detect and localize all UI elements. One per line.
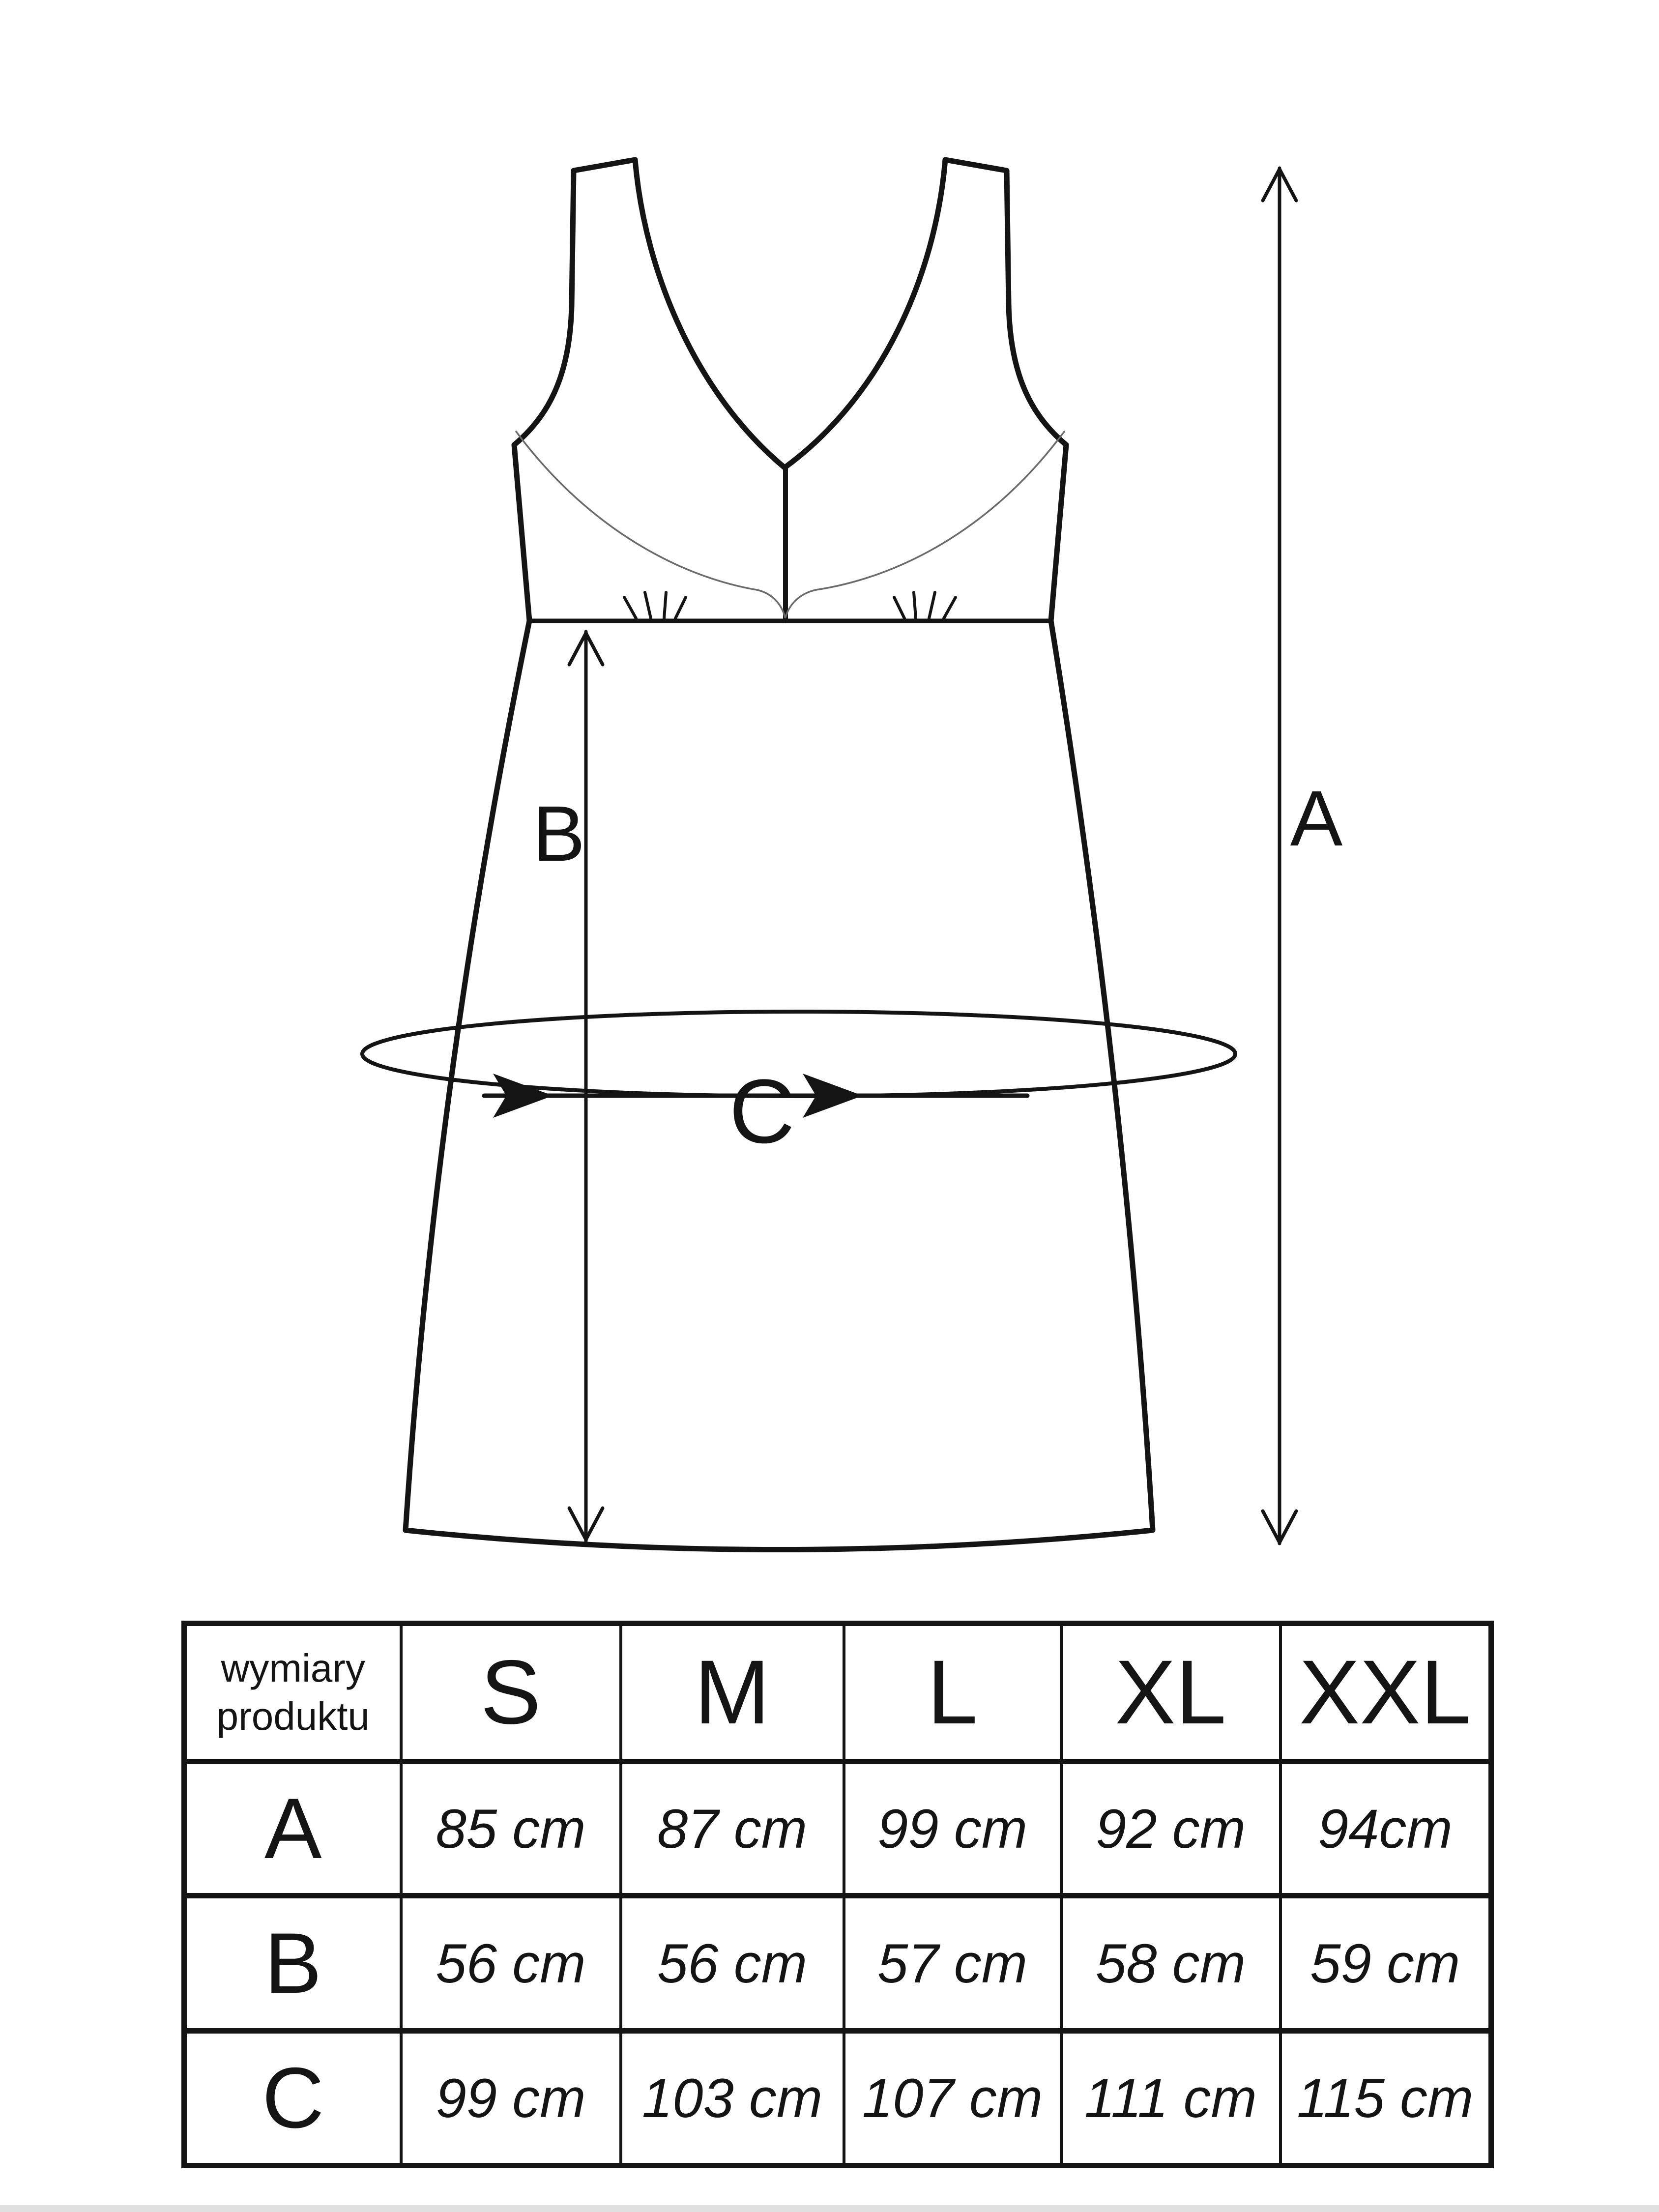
bust-cup-curve-right [785,431,1065,618]
table-corner-cell: wymiary produktu [182,1621,403,1764]
dimension-arrow-b [567,630,605,1543]
bottom-gray-bar [0,2205,1659,2212]
measurement-cell: 85 cm [399,1759,622,1898]
bust-cup-curve-left [515,431,786,618]
dim-label-a: A [1290,774,1343,862]
dress-outline [403,157,1156,1552]
hip-arrowhead-right [803,1074,863,1118]
size-header-xl: XL [1059,1621,1282,1764]
neckline-right [783,157,948,470]
row-label-b: B [182,1893,403,2034]
row-label-c: C [182,2028,403,2168]
gather-marks-left [623,591,687,620]
table-row-c: C 99 cm 103 cm 107 cm 111 cm 115 cm [182,2028,1493,2168]
measurement-cell: 59 cm [1279,1893,1493,2034]
size-header-m: M [619,1621,845,1764]
measurement-cell: 103 cm [619,2028,845,2168]
hip-arrowhead-left [493,1074,553,1118]
table-row-b: B 56 cm 56 cm 57 cm 58 cm 59 cm [182,1893,1493,2034]
size-table-header-row: wymiary produktu S M L XL XXL [182,1621,1493,1764]
dim-label-c: C [729,1061,795,1163]
measurement-cell: 115 cm [1279,2028,1493,2168]
measurement-cell: 99 cm [399,2028,622,2168]
measurement-cell: 99 cm [842,1759,1063,1898]
measurement-cell: 58 cm [1059,1893,1282,2034]
size-header-l: L [842,1621,1063,1764]
size-table: wymiary produktu S M L XL XXL A 85 cm 87… [181,1621,1494,2168]
size-header-s: S [399,1621,622,1764]
dim-label-b: B [532,789,585,877]
dimension-arrow-a [1261,166,1298,1545]
table-row-a: A 85 cm 87 cm 99 cm 92 cm 94cm [182,1759,1493,1898]
corner-line1: wymiary [221,1646,365,1690]
measurement-cell: 107 cm [842,2028,1063,2168]
size-header-xxl: XXL [1279,1621,1493,1764]
measurement-cell: 111 cm [1059,2028,1282,2168]
hip-circumference-ellipse [360,1010,1237,1098]
measurement-cell: 87 cm [619,1759,845,1898]
measurement-cell: 94cm [1279,1759,1493,1898]
row-label-a: A [182,1759,403,1898]
measurement-cell: 56 cm [619,1893,845,2034]
corner-line2: produktu [216,1694,370,1738]
measurement-cell: 92 cm [1059,1759,1282,1898]
measurement-cell: 57 cm [842,1893,1063,2034]
neckline-left [632,157,788,471]
measurement-cell: 56 cm [399,1893,622,2034]
gather-marks-right [893,591,957,620]
